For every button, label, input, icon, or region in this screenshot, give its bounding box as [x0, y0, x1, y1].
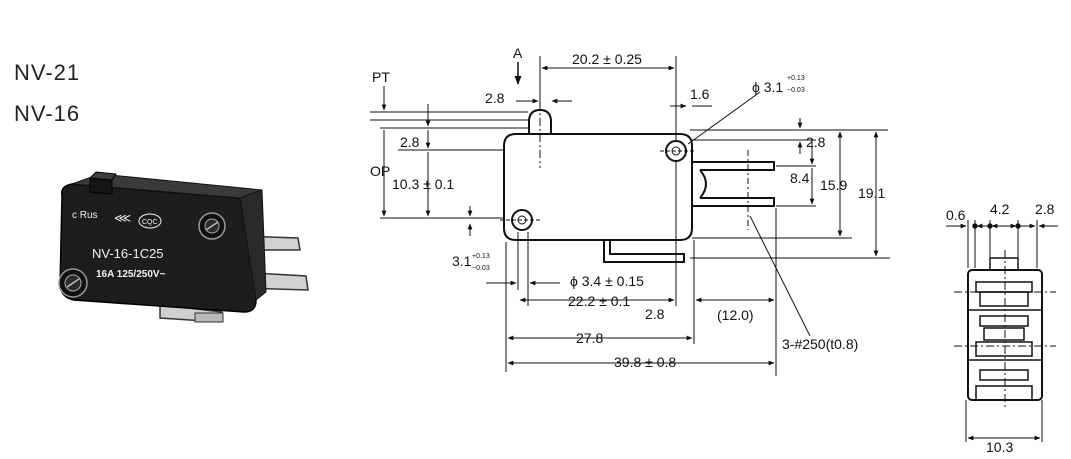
op-label: OP — [370, 163, 390, 179]
dim-12-0: (12.0) — [717, 307, 754, 323]
dim-right-2-8: 2.8 — [806, 134, 826, 150]
terminal-spec: 3-#250(t0.8) — [782, 336, 858, 352]
dim-left-2-8: 2.8 — [400, 134, 420, 150]
dim-27-8: 27.8 — [576, 330, 603, 346]
dim-22-2: 22.2 ± 0.1 — [568, 293, 630, 309]
dim-39-8: 39.8 ± 0.8 — [614, 354, 676, 370]
dim-top-length: 20.2 ± 0.25 — [572, 51, 642, 67]
dim-plunger-offset: 2.8 — [485, 90, 505, 106]
dim-left-hole-tol-upper: +0.13 — [472, 253, 490, 260]
end-dim-0-6: 0.6 — [946, 207, 966, 223]
part-number: NV-16-1C25 — [92, 246, 164, 261]
dim-tab-width: 1.6 — [690, 86, 710, 102]
end-dim-2-8: 2.8 — [1035, 201, 1055, 217]
side-view-drawing: A PT OP 20.2 ± 0.25 2.8 1.6 ϕ 3.1 +0.13 … — [370, 45, 890, 376]
model-label-nv21: NV-21 — [14, 60, 81, 85]
cqc-mark: CQC — [142, 219, 158, 226]
end-view-drawing: 0.6 4.2 2.8 10.3 — [946, 201, 1058, 455]
dim-top-hole-tol-upper: +0.13 — [787, 75, 805, 82]
dim-left-hole-tol-lower: −0.03 — [472, 265, 490, 272]
dim-bottom-hole-dia: ϕ 3.4 ± 0.15 — [570, 273, 644, 289]
dim-op-height: 10.3 ± 0.1 — [392, 176, 454, 192]
dim-left-hole-value: 3.1 — [452, 253, 472, 269]
product-photo: c Rus ⋘ CQC NV-16-1C25 16A 125/250V~ — [58, 171, 309, 323]
end-dim-4-2: 4.2 — [990, 201, 1010, 217]
dim-top-hole-dia: ϕ 3.1 — [752, 79, 783, 95]
rating-text: 16A 125/250V~ — [96, 269, 166, 280]
pt-label: PT — [372, 69, 390, 85]
view-arrow-label: A — [513, 45, 523, 61]
dim-8-4: 8.4 — [790, 170, 810, 186]
dim-bottom-2-8: 2.8 — [645, 306, 665, 322]
dim-top-hole-tol-lower: −0.03 — [787, 87, 805, 94]
cert-mark: c Rus — [72, 210, 98, 221]
end-dim-10-3: 10.3 — [986, 439, 1013, 455]
switch-body-outline — [503, 133, 693, 241]
ce-icon: ⋘ — [114, 211, 131, 225]
dim-15-9: 15.9 — [820, 177, 847, 193]
dim-19-1: 19.1 — [858, 185, 885, 201]
model-label-nv16: NV-16 — [14, 101, 81, 126]
